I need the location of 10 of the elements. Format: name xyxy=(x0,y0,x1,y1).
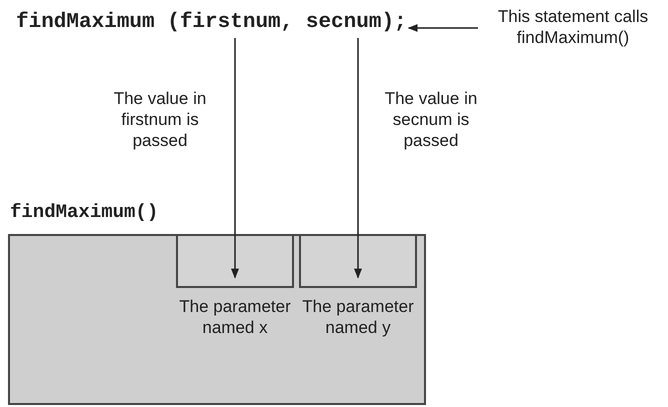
note-text: This statement calls findMaximum() xyxy=(488,6,658,48)
function-heading: findMaximum() xyxy=(10,200,158,224)
edge-label: The value in secnum is passed xyxy=(384,88,478,151)
arrow xyxy=(408,24,478,32)
code-statement: findMaximum (firstnum, secnum); xyxy=(16,10,407,36)
edge-label: The value in firstnum is passed xyxy=(112,88,208,151)
arrow xyxy=(354,38,362,279)
parameter-label: The parameter named x xyxy=(178,296,292,338)
arrow xyxy=(231,38,239,279)
parameter-label: The parameter named y xyxy=(301,296,415,338)
